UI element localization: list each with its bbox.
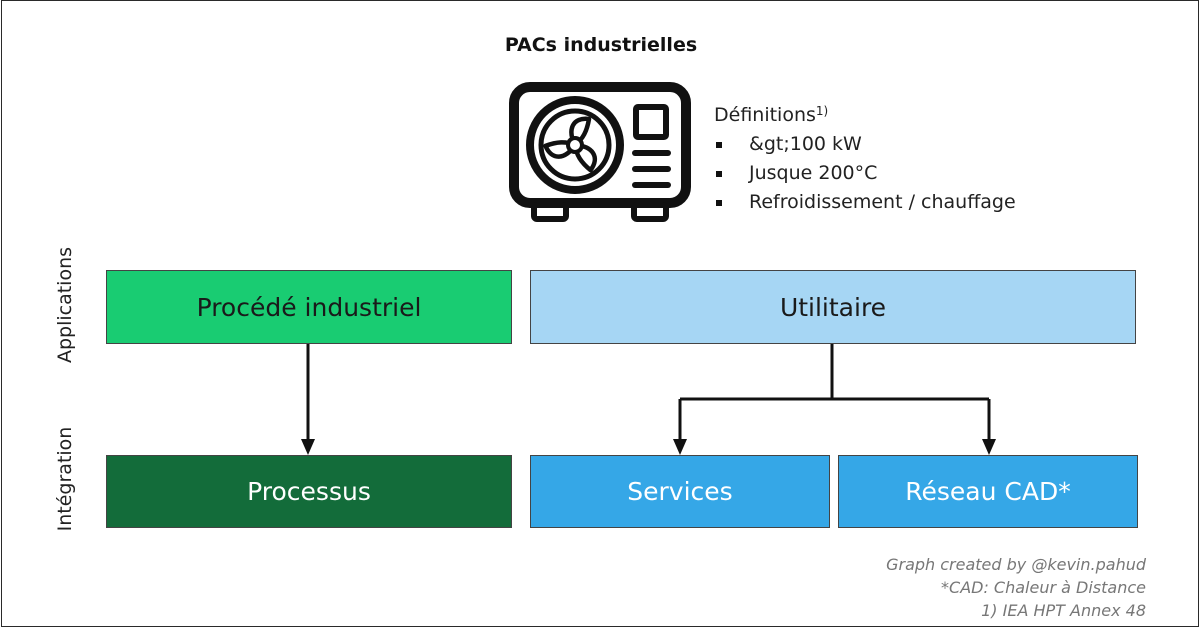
definition-item: Refroidissement / chauffage (714, 188, 1016, 217)
application-process-label: Procédé industriel (196, 292, 422, 322)
definition-item: Jusque 200°C (714, 159, 1016, 188)
definitions-heading: Définitions1) (714, 104, 829, 126)
definition-item: &gt;100 kW (714, 130, 1016, 159)
definitions-block: Définitions1) &gt;100 kW Jusque 200°C Re… (714, 97, 1016, 217)
application-utility-box: Utilitaire (530, 270, 1136, 344)
heat-pump-unit-icon (509, 82, 691, 222)
application-process-box: Procédé industriel (106, 270, 512, 344)
credits-block: Graph created by @kevin.pahud *CAD: Chal… (886, 553, 1146, 622)
diagram-title: PACs industrielles (504, 34, 698, 56)
source-footnote: 1) IEA HPT Annex 48 (981, 601, 1146, 620)
services-arrowhead (673, 439, 687, 455)
process-arrowhead (301, 439, 315, 455)
network-arrowhead (982, 439, 996, 455)
definitions-list: &gt;100 kW Jusque 200°C Refroidissement … (714, 130, 1016, 217)
author-credit: Graph created by @kevin.pahud (886, 555, 1146, 574)
integration-services-box: Services (530, 455, 830, 528)
integration-network-label: Réseau CAD* (905, 477, 1071, 506)
application-utility-label: Utilitaire (779, 292, 887, 322)
integration-network-box: Réseau CAD* (838, 455, 1138, 528)
cad-footnote: *CAD: Chaleur à Distance (941, 578, 1146, 597)
integration-process-box: Processus (106, 455, 512, 528)
integration-process-label: Processus (247, 477, 371, 506)
footnote-marker: 1) (815, 104, 829, 118)
integration-services-label: Services (627, 477, 733, 506)
